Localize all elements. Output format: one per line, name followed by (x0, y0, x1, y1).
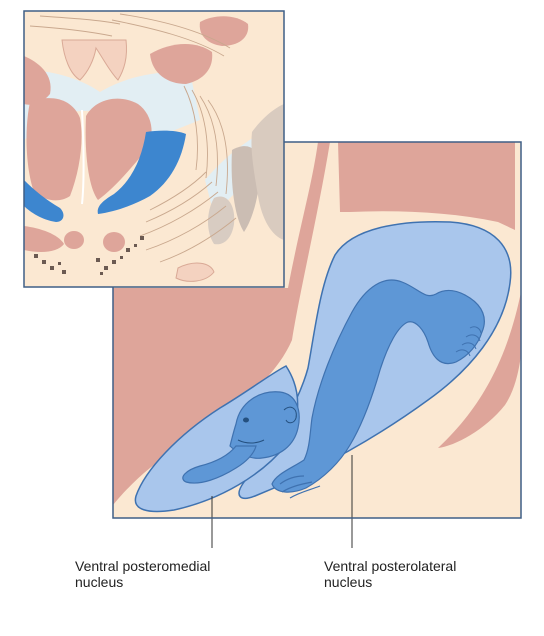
right-tissue-crescent (438, 292, 521, 448)
enlarged-panel (112, 141, 522, 548)
inset-vp-nucleus-left[interactable] (24, 180, 64, 222)
lower-left-structure (24, 226, 64, 252)
homunculus-eye (243, 417, 249, 423)
left-tissue-mass (113, 142, 430, 505)
homunculus-ear (283, 406, 297, 424)
red-nucleus-right (103, 232, 125, 252)
vpl-label-line1: Ventral posterolateral (324, 558, 457, 574)
caudate-nucleus-left (24, 56, 51, 105)
vpl-label: Ventral posterolateral nucleus (324, 558, 456, 590)
grey-structure-upper (231, 146, 261, 232)
homunculus-mouth (237, 439, 265, 444)
inset-panel-frame (23, 10, 285, 288)
thalamus-left (26, 98, 82, 201)
homunculus-tongue (182, 445, 257, 484)
homunculus-toes (455, 326, 482, 357)
enlarged-panel-frame (112, 141, 522, 519)
fiber-tract-lines (29, 13, 237, 263)
vpm-label-line2: nucleus (75, 574, 124, 590)
scattered-dots (34, 236, 144, 275)
inset-panel (23, 10, 285, 288)
grey-structure-lower (208, 196, 235, 245)
thalamus-right (85, 98, 152, 200)
grey-structure-edge (251, 104, 284, 240)
homunculus-fingers (279, 475, 321, 499)
vpm-label: Ventral posteromedial nucleus (75, 558, 210, 590)
top-tissue-block (338, 142, 515, 230)
vpl-label-line2: nucleus (324, 574, 373, 590)
homunculus-head (229, 391, 300, 459)
medial-divider (81, 109, 85, 205)
inset-vp-nucleus-right[interactable] (97, 130, 186, 214)
corpus-callosum-fold (61, 39, 127, 81)
red-nucleus-left (64, 231, 84, 249)
bottom-right-structure (175, 262, 215, 282)
vpm-label-line1: Ventral posteromedial (75, 558, 211, 574)
caudate-nucleus-right (150, 43, 213, 84)
